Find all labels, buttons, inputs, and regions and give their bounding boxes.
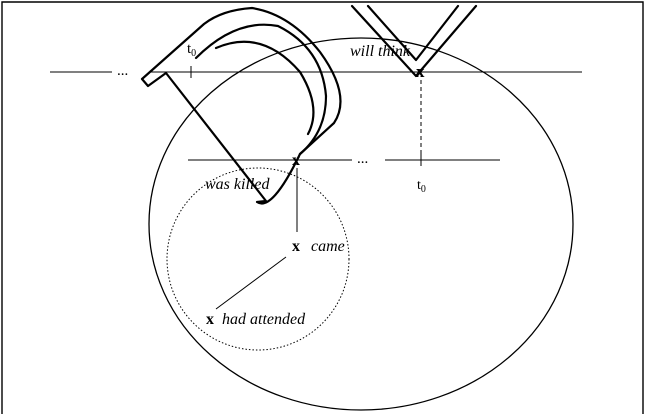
- came-to-had-attended-line: [215, 256, 287, 310]
- came-label: came: [311, 238, 345, 255]
- mid-t0-subscript: 0: [421, 184, 426, 195]
- will-think-label: will think: [350, 43, 411, 60]
- came-x-marker: x: [292, 238, 300, 255]
- mid-x-marker: x: [292, 152, 300, 169]
- was-killed-label: was killed: [205, 176, 270, 193]
- dotted-circle: [166, 167, 350, 351]
- outer-ellipse: [148, 37, 574, 411]
- had-attended-x-marker: x: [206, 311, 214, 328]
- top-t0-label: t0: [187, 41, 196, 59]
- top-t0-subscript: 0: [191, 48, 196, 59]
- mid-ellipsis: ...: [357, 151, 368, 167]
- mid-t0-label: t0: [417, 178, 426, 195]
- top-ellipsis: ...: [117, 63, 128, 79]
- top-x-marker: x: [416, 62, 425, 81]
- watermark-glyph: [140, 4, 478, 205]
- had-attended-label: had attended: [222, 311, 306, 328]
